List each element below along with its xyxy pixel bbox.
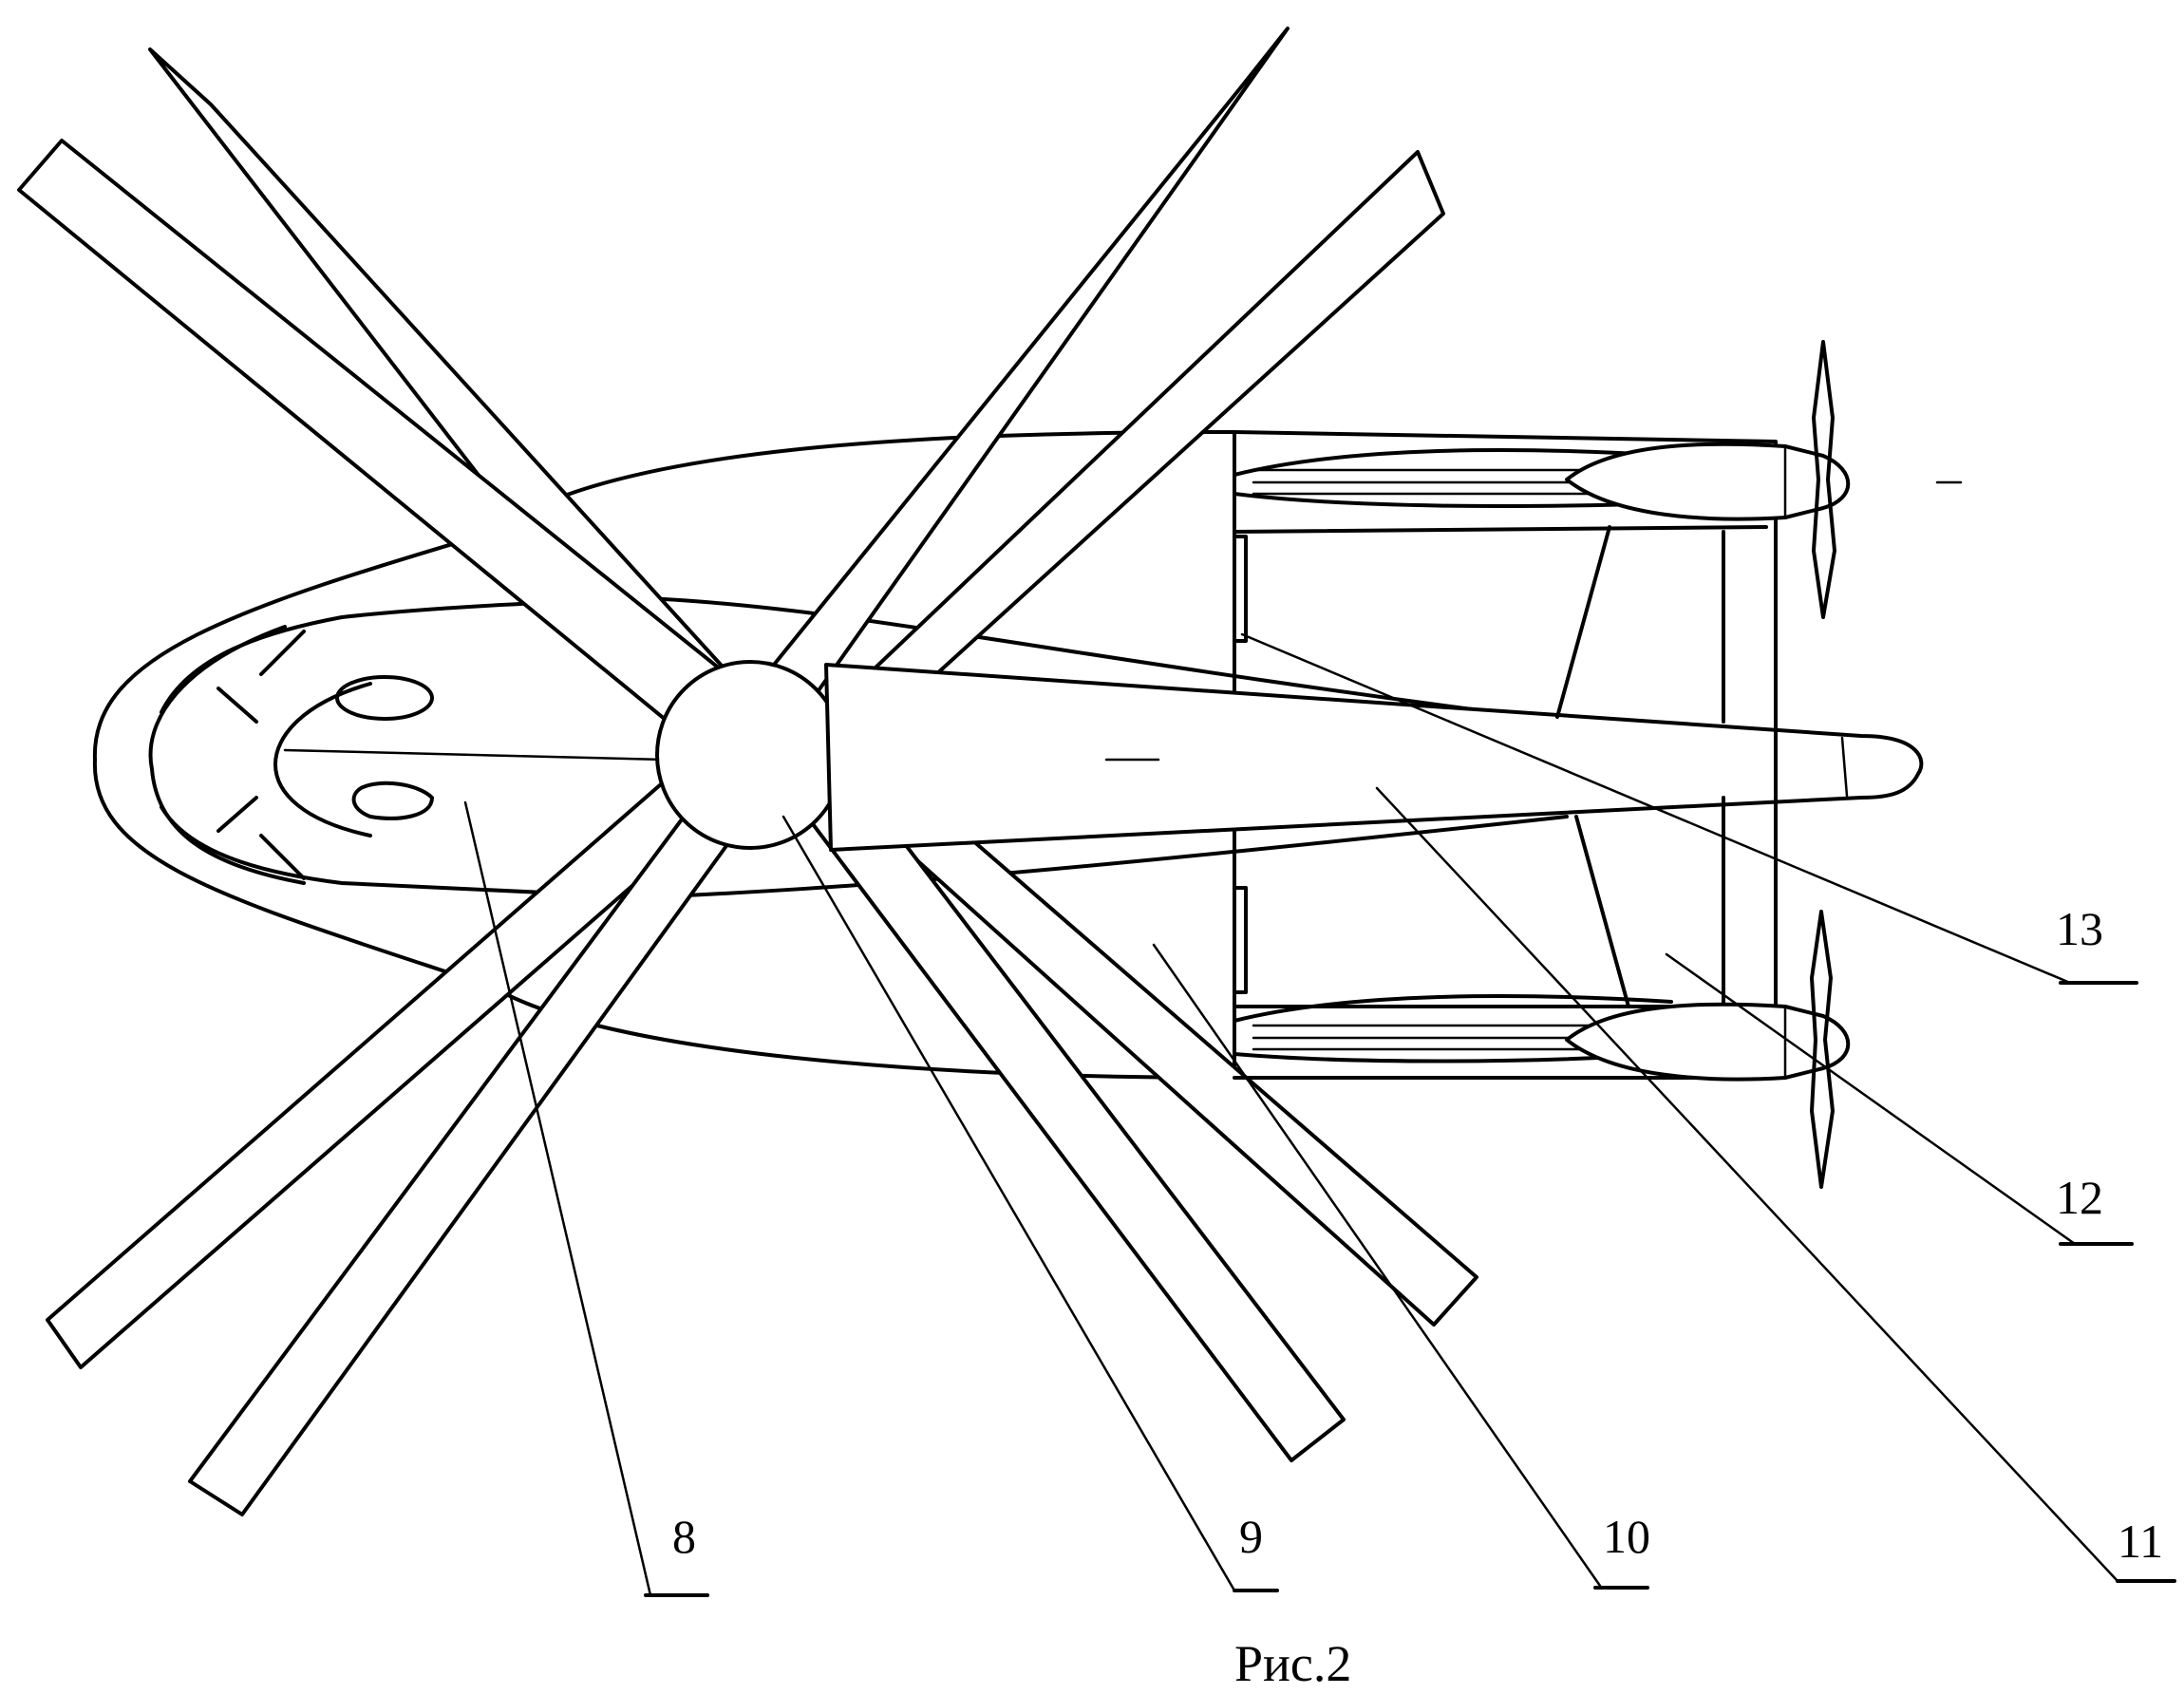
rotor-hub	[655, 660, 845, 850]
label-12: 12	[2056, 1171, 2103, 1224]
label-11: 11	[2118, 1515, 2163, 1568]
callouts: 8 9 10 11 12 13	[463, 632, 2176, 1597]
label-13: 13	[2056, 902, 2103, 955]
rotor-blade	[17, 139, 743, 752]
leader-line-8	[463, 800, 652, 1597]
upper-engine-nacelle	[1233, 340, 1963, 619]
label-8: 8	[672, 1510, 696, 1563]
label-9: 9	[1239, 1510, 1263, 1563]
tail-plane	[1233, 430, 1778, 1080]
figure-caption: Рис.2	[1234, 1635, 1351, 1692]
tail-boom	[824, 663, 1924, 852]
leader-line-12	[1665, 952, 2077, 1246]
lower-engine-nacelle	[1233, 910, 1851, 1189]
main-rotor	[17, 27, 1478, 1516]
leader-line-13	[1240, 632, 2072, 985]
leader-line-11	[1375, 786, 2119, 1583]
label-10: 10	[1603, 1510, 1650, 1563]
leader-line-9	[781, 815, 1236, 1592]
leader-line-10	[1152, 943, 1602, 1588]
